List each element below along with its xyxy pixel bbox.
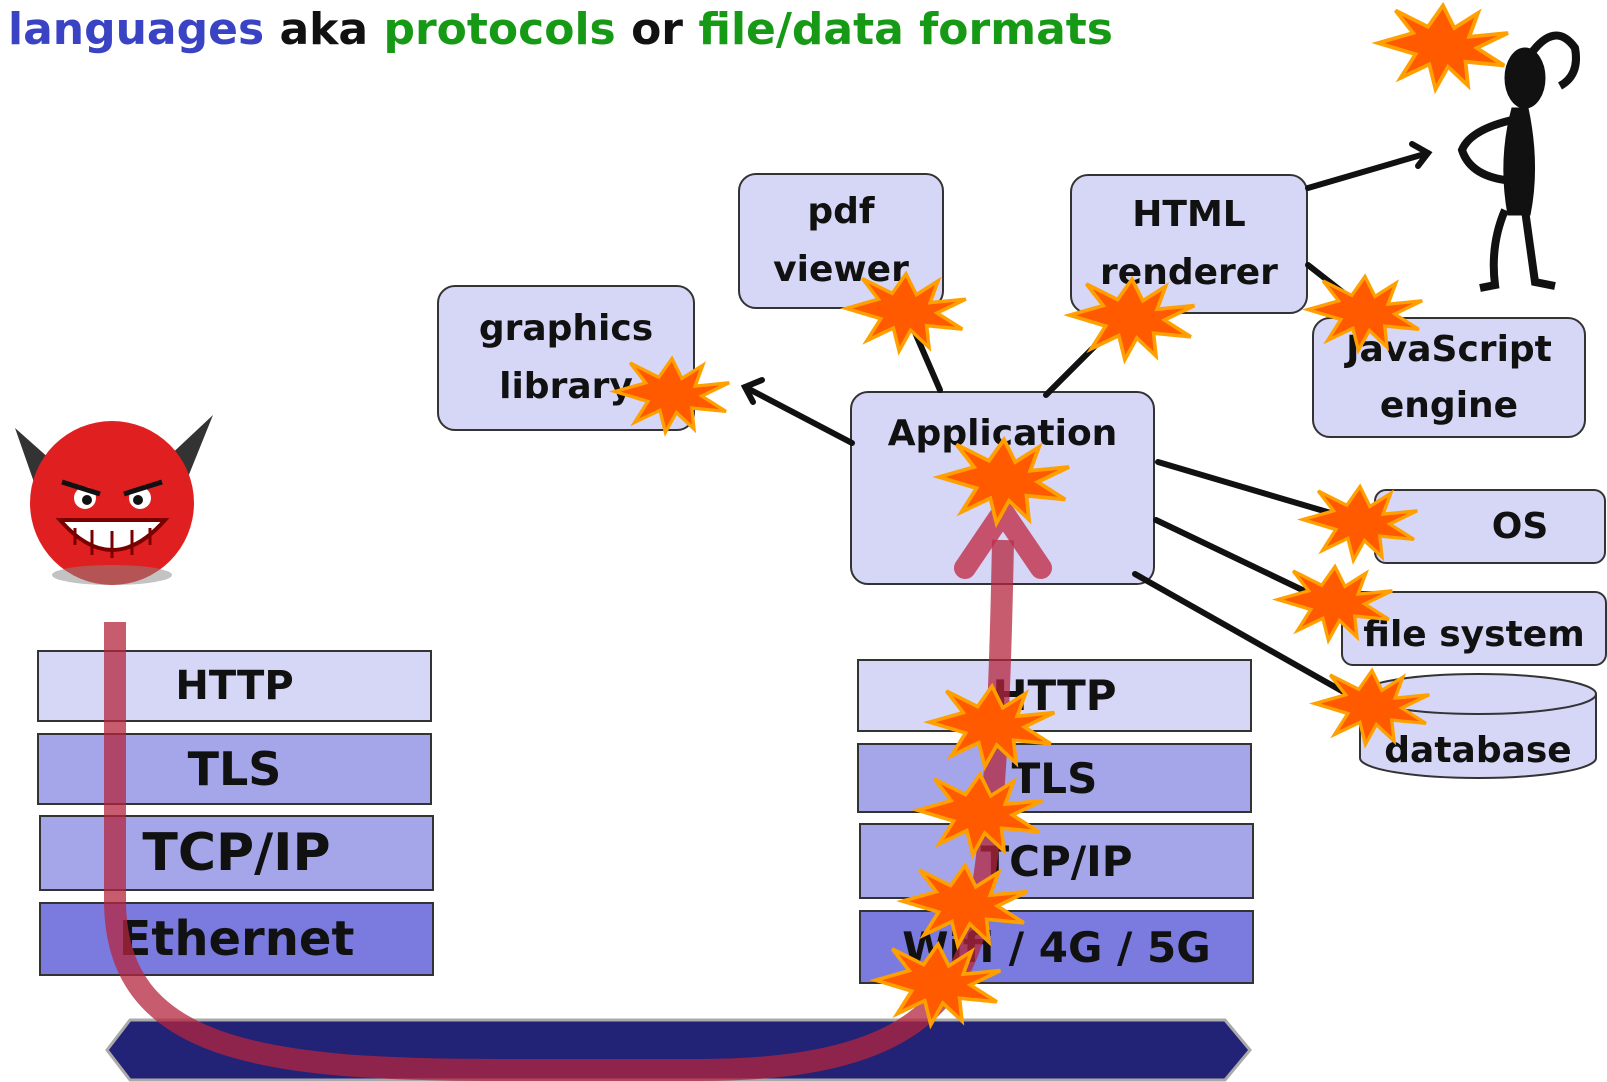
explosion-burst-icon: [1276, 564, 1394, 642]
explosion-burst-icon: [900, 863, 1030, 948]
explosion-burst-icon: [1301, 484, 1419, 562]
explosion-burst-icon: [1306, 274, 1424, 352]
explosion-burst-icon: [1067, 277, 1197, 362]
right-layer-tls: TLS: [857, 743, 1252, 813]
title-protocols: protocols: [383, 4, 616, 55]
explosion-burst-icon: [873, 942, 1003, 1027]
explosion-burst-icon: [844, 272, 968, 353]
explosion-burst-icon: [1313, 668, 1431, 746]
database-label: database: [1384, 730, 1572, 771]
devil-attacker-icon: [15, 415, 213, 585]
arrow-to-graphics-library: [740, 377, 855, 446]
explosion-burst-icon: [915, 772, 1045, 857]
file-system-box: file system: [1341, 591, 1607, 666]
title-formats: file/data formats: [698, 4, 1113, 55]
slide-title: languages aka protocols or file/data for…: [8, 4, 1113, 55]
right-layer-wifi: Wifi / 4G / 5G: [859, 910, 1254, 984]
title-or: or: [631, 4, 683, 55]
right-layer-tcpip: TCP/IP: [859, 823, 1254, 899]
confused-stick-figure-icon: [1457, 31, 1580, 292]
explosion-burst-icon: [613, 356, 731, 434]
explosion-burst-icon: [1376, 3, 1510, 92]
left-layer-http: HTTP: [37, 650, 432, 722]
left-layer-tls: TLS: [37, 733, 432, 805]
explosion-burst-icon: [927, 684, 1057, 769]
os-box: OS: [1374, 489, 1606, 564]
title-aka: aka: [279, 4, 369, 55]
title-languages: languages: [8, 4, 265, 55]
arrow-to-user: [1305, 141, 1433, 191]
explosion-burst-icon: [937, 437, 1071, 526]
